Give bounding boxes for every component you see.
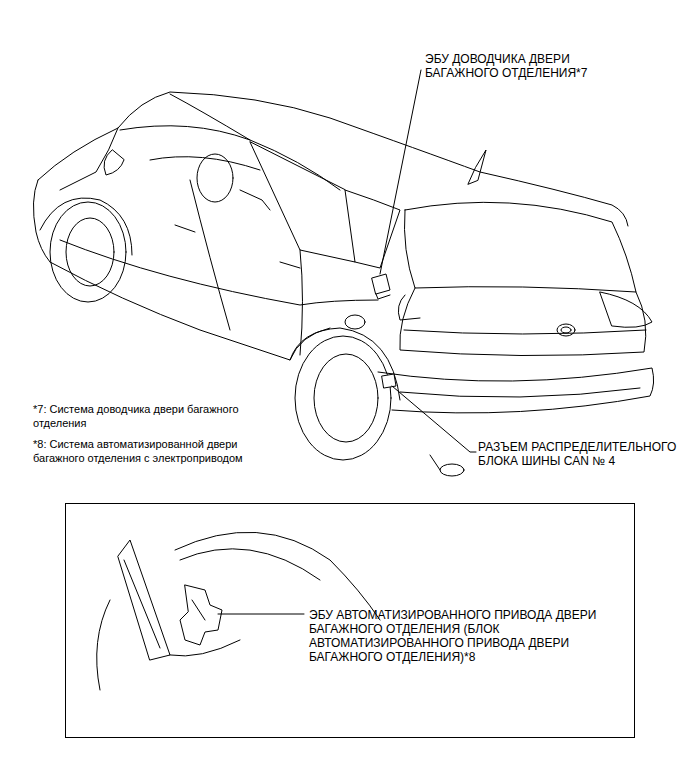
- callout-label: ЭБУ АВТОМАТИЗИРОВАННОГО ПРИВОДА ДВЕРИ БА…: [309, 608, 627, 664]
- footnote: *7: Система доводчика двери багажного от…: [33, 402, 288, 430]
- callout-label: РАЗЪЕМ РАСПРЕДЕЛИТЕЛЬНОГО БЛОКА ШИНЫ CAN…: [478, 440, 683, 468]
- inset-frame: ЭБУ АВТОМАТИЗИРОВАННОГО ПРИВОДА ДВЕРИ БА…: [65, 503, 635, 738]
- callout-label: ЭБУ ДОВОДЧИКА ДВЕРИ БАГАЖНОГО ОТДЕЛЕНИЯ*…: [425, 52, 630, 80]
- footnote: *8: Система автоматизированной двери баг…: [33, 437, 288, 465]
